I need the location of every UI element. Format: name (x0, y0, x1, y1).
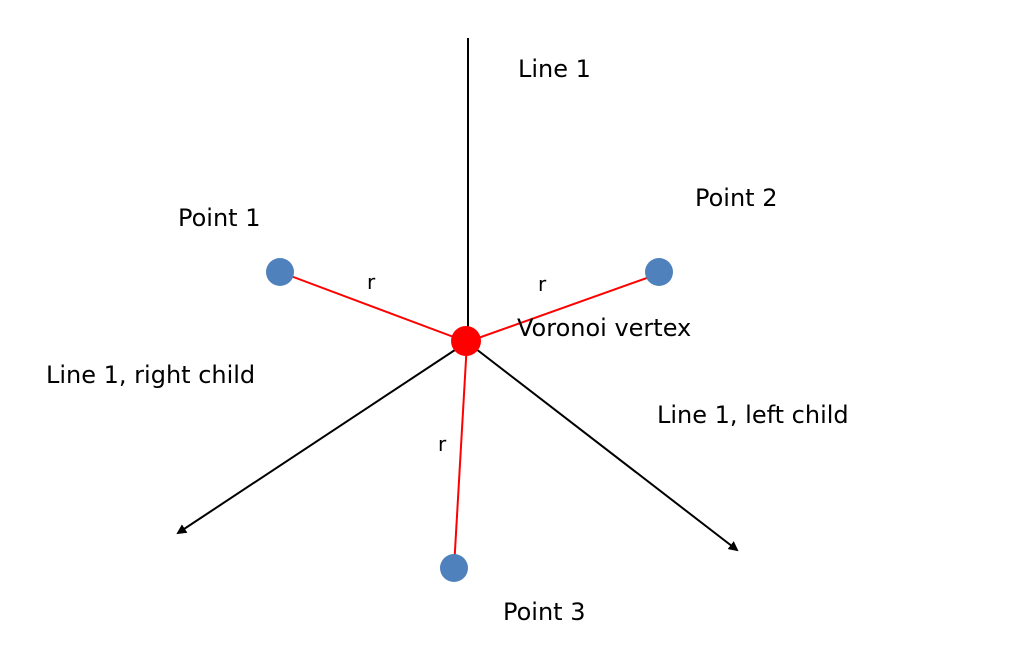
voronoi-vertex-marker (451, 326, 481, 356)
point-1-label: Point 1 (178, 204, 261, 232)
line-1-label: Line 1 (518, 55, 591, 83)
radius-line-point-3 (453, 341, 468, 569)
radius-line-point-2 (466, 273, 659, 343)
radius-label-point-1: r (367, 270, 376, 294)
line-1-right-child-ray (176, 341, 468, 535)
point-1-marker (266, 258, 294, 286)
left-child-label: Line 1, left child (657, 401, 849, 429)
voronoi-vertex-label: Voronoi vertex (517, 314, 691, 342)
point-2-marker (645, 258, 673, 286)
point-2-label: Point 2 (695, 184, 778, 212)
point-3-marker (440, 554, 468, 582)
radius-label-point-3: r (438, 432, 447, 456)
point-3-label: Point 3 (503, 598, 586, 626)
line-1-left-child-ray (466, 341, 739, 552)
right-child-label: Line 1, right child (46, 361, 255, 389)
radius-line-point-1 (279, 271, 468, 343)
radius-label-point-2: r (538, 272, 547, 296)
